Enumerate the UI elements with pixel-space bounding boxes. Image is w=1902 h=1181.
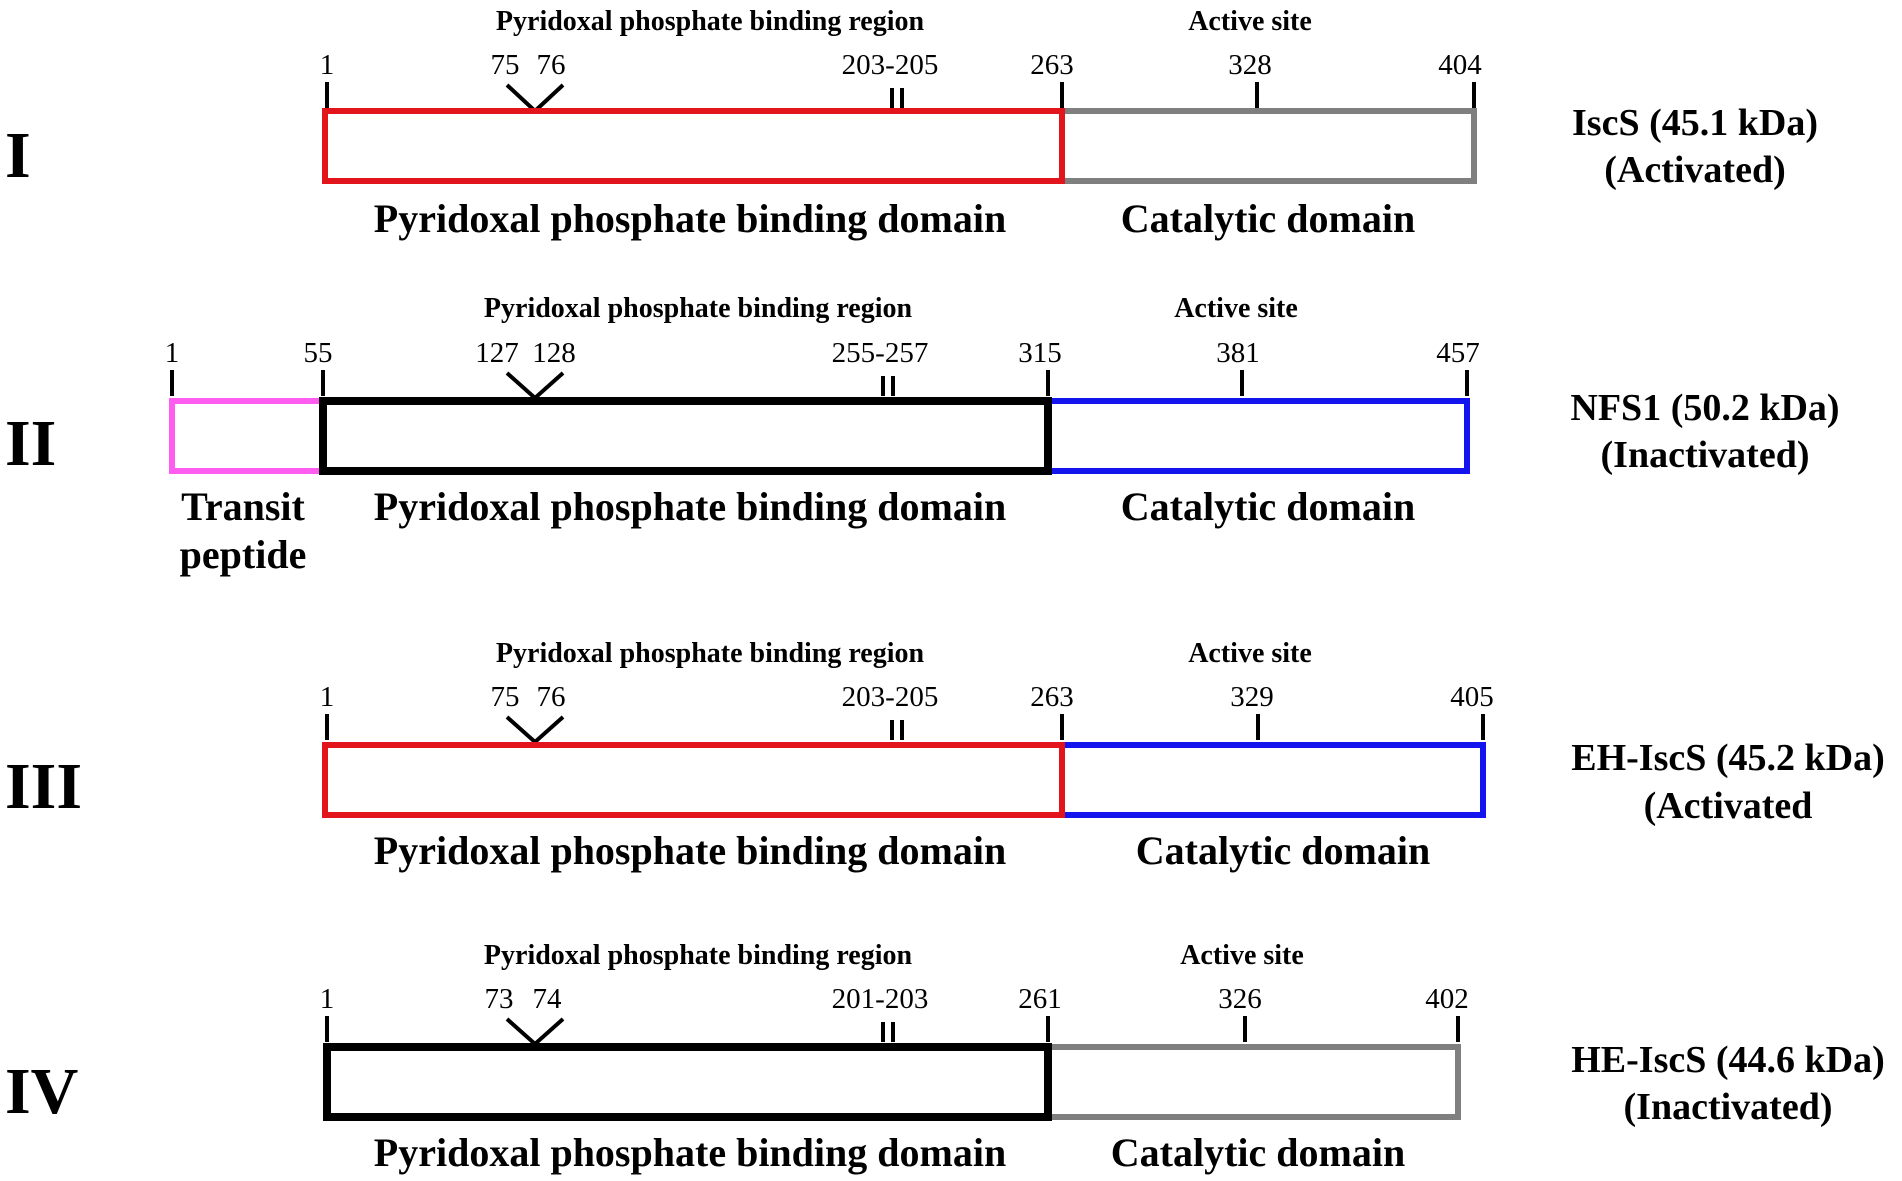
binding-domain-box (322, 742, 1065, 818)
protein-row-3: III Pyridoxal phosphate binding region A… (5, 638, 1885, 873)
catalytic-domain-box (1045, 1044, 1461, 1120)
position-domain-boundary: 261 (1018, 983, 1062, 1015)
row-numeral: I (5, 119, 31, 192)
row-numeral: III (5, 750, 82, 823)
binding-domain-label: Pyridoxal phosphate binding domain (374, 484, 1006, 529)
binding-domain-box (323, 1043, 1052, 1121)
protein-name: NFS1 (50.2 kDa) (1570, 387, 1839, 429)
transit-peptide-label-line-2: peptide (180, 532, 307, 577)
position-active-site: 329 (1230, 681, 1274, 713)
binding-region-label: Pyridoxal phosphate binding region (484, 293, 913, 324)
catalytic-domain-label: Catalytic domain (1136, 828, 1430, 873)
protein-row-4: IV Pyridoxal phosphate binding region Ac… (5, 940, 1885, 1175)
binding-site-marker (505, 371, 565, 401)
position-active-site: 328 (1228, 49, 1272, 81)
catalytic-domain-label: Catalytic domain (1121, 484, 1415, 529)
active-site-label: Active site (1188, 6, 1312, 37)
binding-domain-label: Pyridoxal phosphate binding domain (374, 828, 1006, 873)
active-site-label: Active site (1180, 940, 1304, 971)
position-end: 457 (1436, 337, 1480, 369)
binding-region-label: Pyridoxal phosphate binding region (496, 638, 925, 669)
position-binding-3: 203-205 (842, 681, 939, 713)
binding-domain-box (319, 397, 1052, 475)
protein-status: (Activated (1644, 785, 1813, 827)
position-transit-end: 55 (304, 337, 333, 369)
position-binding-1: 127 (475, 337, 519, 369)
row-numeral: IV (5, 1055, 78, 1128)
protein-name: IscS (45.1 kDa) (1572, 102, 1818, 144)
binding-site-marker (505, 715, 565, 745)
catalytic-domain-label: Catalytic domain (1121, 196, 1415, 241)
active-site-label: Active site (1174, 293, 1298, 324)
position-end: 405 (1450, 681, 1494, 713)
protein-name: HE-IscS (44.6 kDa) (1571, 1039, 1885, 1081)
protein-status: (Activated) (1604, 149, 1785, 191)
position-start: 1 (320, 49, 335, 81)
position-binding-1: 75 (491, 681, 520, 713)
catalytic-domain-box (1059, 108, 1477, 184)
protein-name: EH-IscS (45.2 kDa) (1571, 737, 1885, 779)
position-active-site: 381 (1216, 337, 1260, 369)
position-binding-2: 76 (537, 681, 566, 713)
position-start: 1 (165, 337, 180, 369)
position-start: 1 (320, 681, 335, 713)
position-binding-3: 201-203 (832, 983, 929, 1015)
catalytic-domain-box (1045, 398, 1470, 474)
binding-site-marker (505, 1017, 565, 1047)
position-binding-3: 203-205 (842, 49, 939, 81)
position-end: 402 (1425, 983, 1469, 1015)
position-binding-3: 255-257 (832, 337, 929, 369)
binding-region-label: Pyridoxal phosphate binding region (484, 940, 913, 971)
binding-domain-label: Pyridoxal phosphate binding domain (374, 196, 1006, 241)
position-binding-2: 74 (533, 983, 563, 1015)
position-domain-boundary: 263 (1030, 681, 1074, 713)
protein-row-1: I Pyridoxal phosphate binding region Act… (5, 6, 1818, 241)
row-numeral: II (5, 407, 56, 480)
position-binding-1: 75 (491, 49, 520, 81)
binding-region-label: Pyridoxal phosphate binding region (496, 6, 925, 37)
binding-site-marker (505, 83, 565, 114)
active-site-label: Active site (1188, 638, 1312, 669)
catalytic-domain-label: Catalytic domain (1111, 1130, 1405, 1175)
catalytic-domain-box (1059, 742, 1486, 818)
protein-status: (Inactivated) (1601, 434, 1810, 476)
protein-row-2: II Pyridoxal phosphate binding region Ac… (5, 293, 1840, 577)
position-binding-2: 76 (537, 49, 566, 81)
transit-peptide-label-line-1: Transit (181, 484, 305, 529)
binding-domain-box (322, 108, 1065, 184)
position-start: 1 (320, 983, 335, 1015)
position-end: 404 (1438, 49, 1482, 81)
position-domain-boundary: 263 (1030, 49, 1074, 81)
position-active-site: 326 (1218, 983, 1262, 1015)
protein-status: (Inactivated) (1624, 1086, 1833, 1128)
position-domain-boundary: 315 (1018, 337, 1062, 369)
binding-domain-label: Pyridoxal phosphate binding domain (374, 1130, 1006, 1175)
position-binding-1: 73 (485, 983, 514, 1015)
position-binding-2: 128 (532, 337, 576, 369)
transit-peptide-box (169, 398, 326, 474)
